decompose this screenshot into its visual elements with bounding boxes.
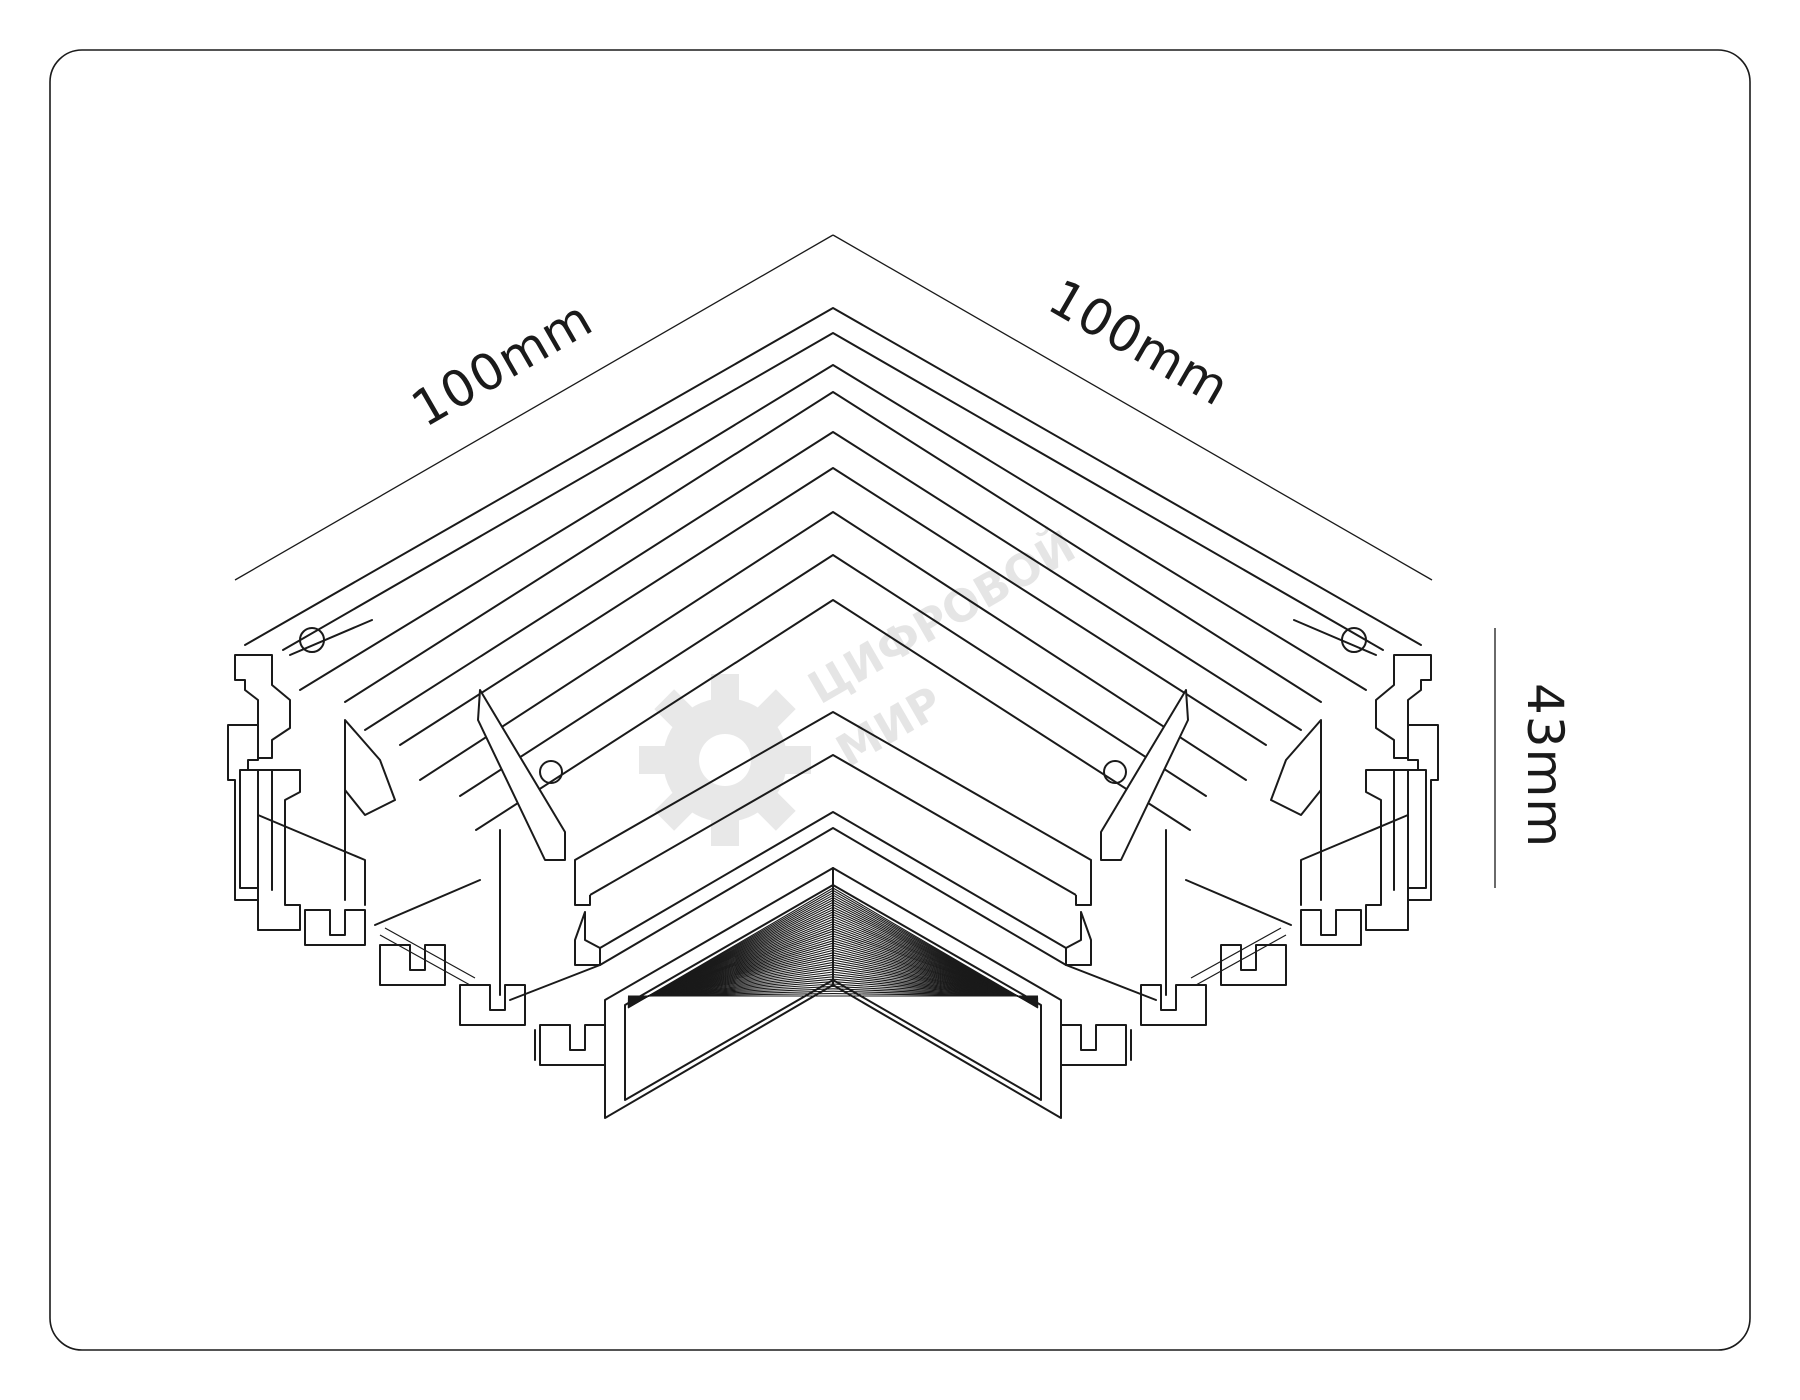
left-outer-wall xyxy=(227,654,606,1066)
dimension-line-left xyxy=(234,234,834,581)
snap-beads xyxy=(289,619,1377,656)
dimension-lines xyxy=(234,234,1496,888)
heatsink-fins xyxy=(604,867,1062,1119)
inner-flanges xyxy=(344,689,1322,861)
dimension-line-right xyxy=(832,234,1433,581)
lower-cavities xyxy=(257,789,1409,1061)
dimension-label-height: 43mm xyxy=(1516,683,1574,848)
gear-icon xyxy=(639,674,811,846)
top-grooves xyxy=(244,307,1422,831)
corner-profile xyxy=(227,307,1439,1119)
right-outer-wall xyxy=(1060,654,1439,1066)
center-channel xyxy=(574,711,1092,966)
